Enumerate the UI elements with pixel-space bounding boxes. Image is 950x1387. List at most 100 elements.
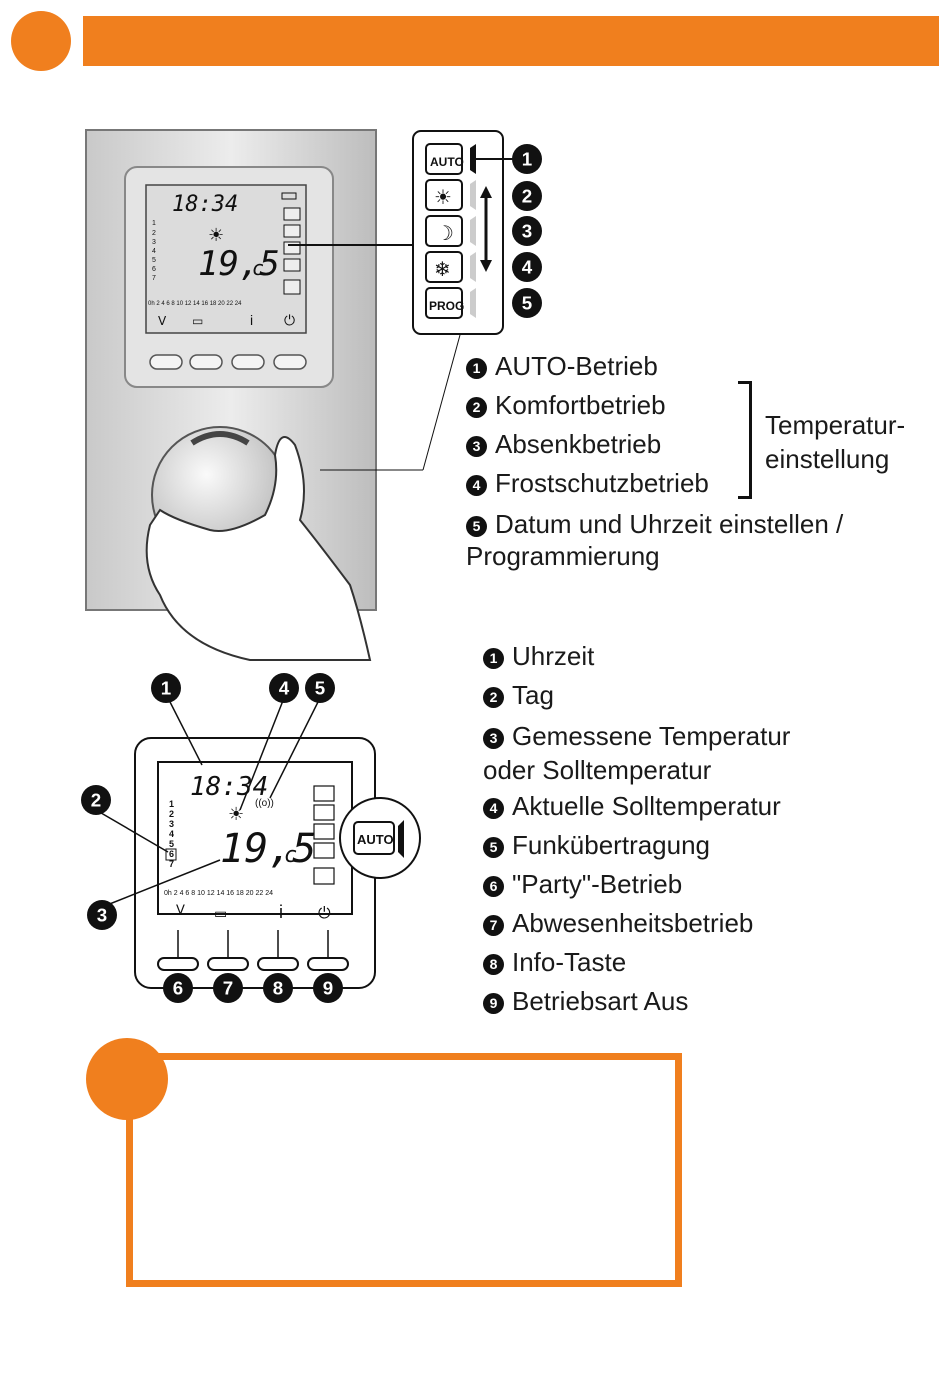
svg-text:AUTO: AUTO bbox=[430, 155, 464, 169]
svg-text:2: 2 bbox=[152, 230, 156, 237]
suitcase-icon: ▭ bbox=[214, 905, 227, 921]
comfort-button bbox=[425, 179, 463, 211]
hour-scale: 0h 2 4 6 8 10 12 14 16 18 20 22 24 bbox=[148, 301, 242, 307]
lcd-unit: c bbox=[252, 256, 264, 280]
callout-bottom-4 bbox=[269, 673, 299, 703]
sun-icon: ☀ bbox=[208, 225, 224, 245]
mini-mode-icons bbox=[313, 785, 335, 885]
bracket bbox=[738, 381, 752, 499]
power-icon: ⏻ bbox=[318, 905, 331, 922]
svg-text:1: 1 bbox=[169, 799, 174, 809]
legend-bottom-item-6: 6"Party"-Betrieb bbox=[483, 865, 790, 904]
suitcase-icon: ▭ bbox=[192, 314, 203, 328]
glass-icon: Ⅴ bbox=[176, 902, 185, 917]
legend-bottom-item-3-cont: oder Solltemperatur bbox=[483, 755, 712, 785]
callout-top-1-label: 1 bbox=[522, 148, 532, 169]
top-callouts: 1 2 3 4 5 bbox=[512, 144, 542, 318]
svg-text:6: 6 bbox=[169, 849, 174, 859]
callout-top-4 bbox=[512, 252, 542, 282]
svg-text:PROG: PROG bbox=[429, 299, 464, 313]
info-icon: i bbox=[250, 312, 253, 328]
svg-text:AUTO: AUTO bbox=[357, 832, 394, 847]
callout-top-5 bbox=[512, 288, 542, 318]
callout-bottom-7-label: 7 bbox=[223, 977, 233, 998]
svg-text:6: 6 bbox=[152, 266, 156, 273]
power-icon: ⏻ bbox=[284, 312, 295, 328]
selection-marker bbox=[470, 144, 476, 174]
glass-icon: Ⅴ bbox=[158, 314, 167, 328]
callout-bottom-5-label: 5 bbox=[315, 677, 325, 698]
lcd-temperature: 19,5 bbox=[220, 826, 316, 872]
battery-icon bbox=[281, 192, 297, 200]
lcd-unit: c bbox=[284, 843, 297, 868]
auto-button bbox=[425, 143, 463, 175]
svg-text:5: 5 bbox=[152, 257, 156, 264]
radio-icon: ((o)) bbox=[255, 798, 274, 809]
svg-text:4: 4 bbox=[152, 248, 156, 255]
lcd-screen bbox=[145, 184, 307, 334]
callout-bottom-5 bbox=[305, 673, 335, 703]
callout-bottom-7 bbox=[213, 973, 243, 1003]
callout-bottom-3-label: 3 bbox=[97, 904, 107, 925]
svg-text:7: 7 bbox=[169, 859, 174, 869]
callout-bottom-6 bbox=[163, 973, 193, 1003]
svg-text:5: 5 bbox=[169, 839, 174, 849]
callout-bottom-8 bbox=[263, 973, 293, 1003]
header-circle bbox=[11, 11, 71, 71]
callout-top-5-label: 5 bbox=[522, 292, 532, 313]
callout-bottom-1 bbox=[151, 673, 181, 703]
callout-top-2-label: 2 bbox=[522, 185, 532, 206]
callout-bottom-4-label: 4 bbox=[279, 677, 290, 698]
mini-mode-icons bbox=[283, 207, 301, 295]
callout-top-1 bbox=[512, 144, 542, 174]
callout-top-4-label: 4 bbox=[522, 256, 533, 277]
frost-button bbox=[425, 251, 463, 283]
eco-button bbox=[425, 215, 463, 247]
svg-text:4: 4 bbox=[169, 829, 174, 839]
callout-top-3 bbox=[512, 216, 542, 246]
prog-button bbox=[425, 287, 463, 319]
hour-scale: 0h 2 4 6 8 10 12 14 16 18 20 22 24 bbox=[164, 890, 273, 897]
svg-text:1: 1 bbox=[152, 220, 156, 227]
legend-top-item-5-cont: Programmierung bbox=[466, 541, 660, 571]
snowflake-icon: ❄ bbox=[434, 259, 451, 281]
callout-bottom-9 bbox=[313, 973, 343, 1003]
note-frame bbox=[126, 1053, 682, 1287]
mode-selector-panel: AUTO ☀ ☽ ❄ PROG bbox=[412, 130, 514, 335]
lcd-time: 18:34 bbox=[172, 192, 238, 217]
note-circle bbox=[86, 1038, 168, 1120]
bracket-label: Temperatur- einstellung bbox=[765, 410, 906, 474]
svg-text:3: 3 bbox=[152, 239, 156, 246]
callout-top-2 bbox=[512, 181, 542, 211]
callout-bottom-2-label: 2 bbox=[91, 789, 101, 810]
lcd-temperature: 19,5 bbox=[198, 244, 280, 284]
lcd-time: 18:34 bbox=[190, 772, 268, 802]
device-buttons bbox=[149, 354, 307, 370]
info-icon: i bbox=[279, 902, 283, 922]
callout-bottom-1-label: 1 bbox=[161, 677, 171, 698]
callout-bottom-6-label: 6 bbox=[173, 977, 183, 998]
callout-bottom-8-label: 8 bbox=[273, 977, 283, 998]
callout-bottom-9-label: 9 bbox=[323, 977, 333, 998]
callout-top-3-label: 3 bbox=[522, 220, 532, 241]
device-buttons bbox=[157, 957, 349, 971]
